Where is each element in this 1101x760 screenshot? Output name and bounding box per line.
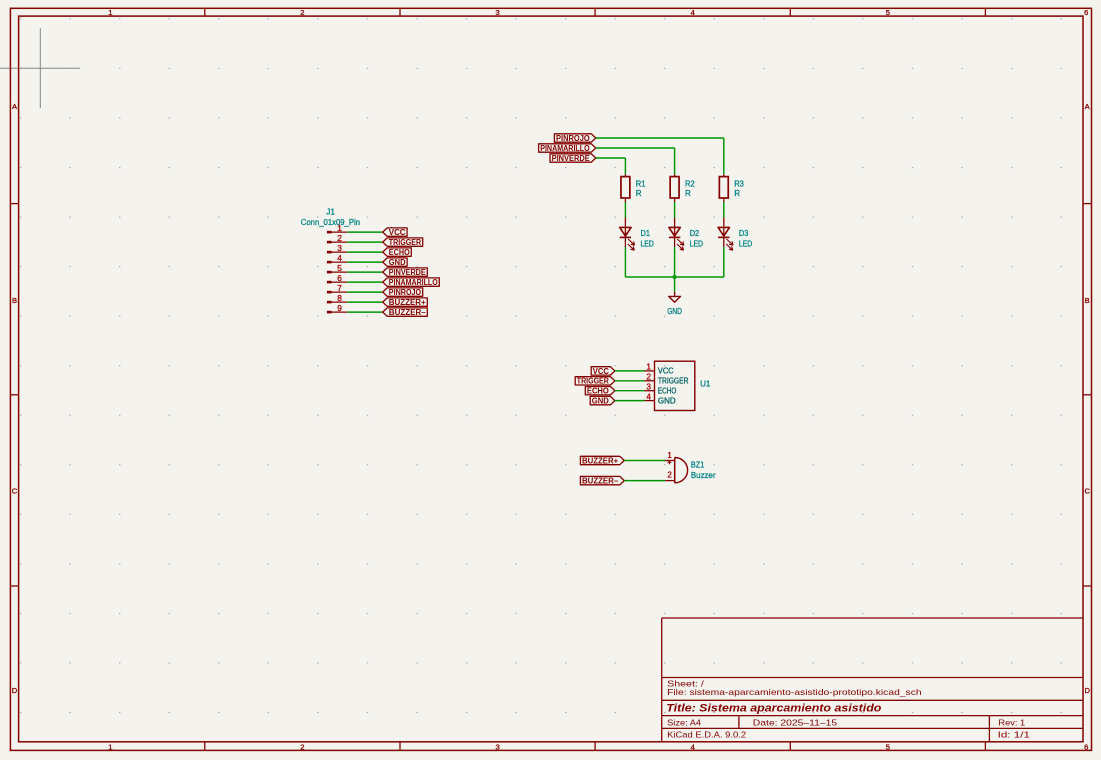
svg-text:LED: LED [739, 239, 752, 248]
svg-text:TRIGGER: TRIGGER [389, 238, 421, 247]
svg-text:BUZZER+: BUZZER+ [582, 456, 619, 465]
svg-text:LED: LED [690, 239, 703, 248]
svg-text:6: 6 [337, 273, 342, 283]
svg-text:PINVERDE: PINVERDE [389, 268, 426, 277]
svg-text:D: D [1084, 686, 1090, 695]
svg-text:ECHO: ECHO [389, 248, 410, 257]
svg-text:J1: J1 [326, 207, 335, 217]
svg-text:6: 6 [1084, 8, 1088, 17]
svg-text:PINVERDE: PINVERDE [552, 154, 591, 163]
svg-text:PINAMARILLO: PINAMARILLO [540, 144, 590, 153]
svg-text:D3: D3 [739, 229, 749, 238]
svg-text:3: 3 [646, 381, 651, 391]
svg-text:ECHO: ECHO [587, 387, 609, 396]
svg-text:PINROJO: PINROJO [389, 288, 421, 297]
svg-text:4: 4 [337, 253, 342, 263]
svg-text:Title: Sistema aparcamiento as: Title: Sistema aparcamiento asistido [666, 703, 881, 715]
svg-text:Id: 1/1: Id: 1/1 [998, 730, 1031, 740]
svg-text:GND: GND [658, 396, 676, 405]
svg-text:Sheet: /: Sheet: / [667, 679, 705, 689]
svg-text:8: 8 [337, 293, 342, 303]
svg-text:R: R [734, 189, 740, 198]
svg-text:3: 3 [337, 243, 342, 253]
svg-text:2: 2 [667, 471, 672, 480]
svg-text:BUZZER–: BUZZER– [389, 308, 426, 317]
svg-text:GND: GND [389, 258, 406, 267]
svg-text:BUZZER–: BUZZER– [582, 477, 619, 486]
svg-text:2: 2 [646, 372, 651, 382]
svg-text:R: R [685, 189, 691, 198]
svg-text:VCC: VCC [389, 228, 406, 237]
svg-text:5: 5 [886, 8, 890, 17]
svg-text:1: 1 [337, 223, 342, 233]
svg-text:Size: A4: Size: A4 [667, 718, 701, 728]
svg-text:GND: GND [667, 307, 682, 316]
svg-text:A: A [1085, 102, 1091, 111]
svg-text:C: C [12, 486, 18, 495]
svg-text:VCC: VCC [593, 367, 609, 376]
svg-text:1: 1 [108, 8, 112, 17]
svg-text:D2: D2 [690, 229, 700, 238]
svg-text:C: C [1084, 486, 1090, 495]
svg-text:U1: U1 [700, 380, 711, 389]
svg-text:ECHO: ECHO [658, 386, 676, 395]
svg-text:3: 3 [495, 8, 499, 17]
svg-text:1: 1 [108, 743, 112, 752]
svg-text:R3: R3 [734, 179, 744, 188]
svg-text:9: 9 [337, 303, 342, 313]
svg-text:KiCad E.D.A. 9.0.2: KiCad E.D.A. 9.0.2 [667, 730, 746, 740]
svg-text:B: B [1085, 296, 1090, 305]
svg-text:6: 6 [1084, 743, 1088, 752]
svg-text:GND: GND [592, 397, 609, 406]
svg-text:D: D [12, 686, 18, 695]
svg-text:Date: 2025–11–15: Date: 2025–11–15 [753, 718, 838, 728]
svg-text:4: 4 [691, 743, 695, 752]
svg-text:LED: LED [641, 239, 654, 248]
svg-text:Rev: 1: Rev: 1 [998, 718, 1025, 728]
svg-text:R1: R1 [636, 179, 646, 188]
svg-text:D1: D1 [641, 229, 651, 238]
svg-text:A: A [12, 102, 18, 111]
svg-text:R: R [636, 189, 642, 198]
svg-text:TRIGGER: TRIGGER [577, 377, 609, 386]
svg-text:PINROJO: PINROJO [556, 134, 590, 143]
svg-text:File: sistema-aparcamiento-asi: File: sistema-aparcamiento-asistido-prot… [667, 687, 922, 697]
svg-text:5: 5 [886, 743, 890, 752]
svg-text:4: 4 [691, 8, 695, 17]
svg-text:Conn_01x09_Pin: Conn_01x09_Pin [301, 218, 360, 227]
svg-text:R2: R2 [685, 179, 695, 188]
svg-text:3: 3 [495, 743, 499, 752]
svg-text:PINAMARILLO: PINAMARILLO [389, 278, 438, 287]
svg-text:2: 2 [300, 8, 304, 17]
svg-text:BUZZER+: BUZZER+ [389, 298, 426, 307]
svg-text:VCC: VCC [658, 367, 674, 376]
svg-text:2: 2 [300, 743, 304, 752]
svg-text:TRIGGER: TRIGGER [658, 377, 689, 386]
svg-text:2: 2 [337, 233, 342, 243]
svg-text:B: B [12, 296, 17, 305]
svg-text:5: 5 [337, 263, 342, 273]
svg-text:1: 1 [667, 451, 672, 460]
svg-text:BZ1: BZ1 [691, 460, 705, 469]
svg-text:1: 1 [646, 362, 651, 372]
svg-text:7: 7 [337, 283, 342, 293]
svg-text:4: 4 [646, 391, 651, 401]
svg-text:Buzzer: Buzzer [691, 471, 716, 480]
